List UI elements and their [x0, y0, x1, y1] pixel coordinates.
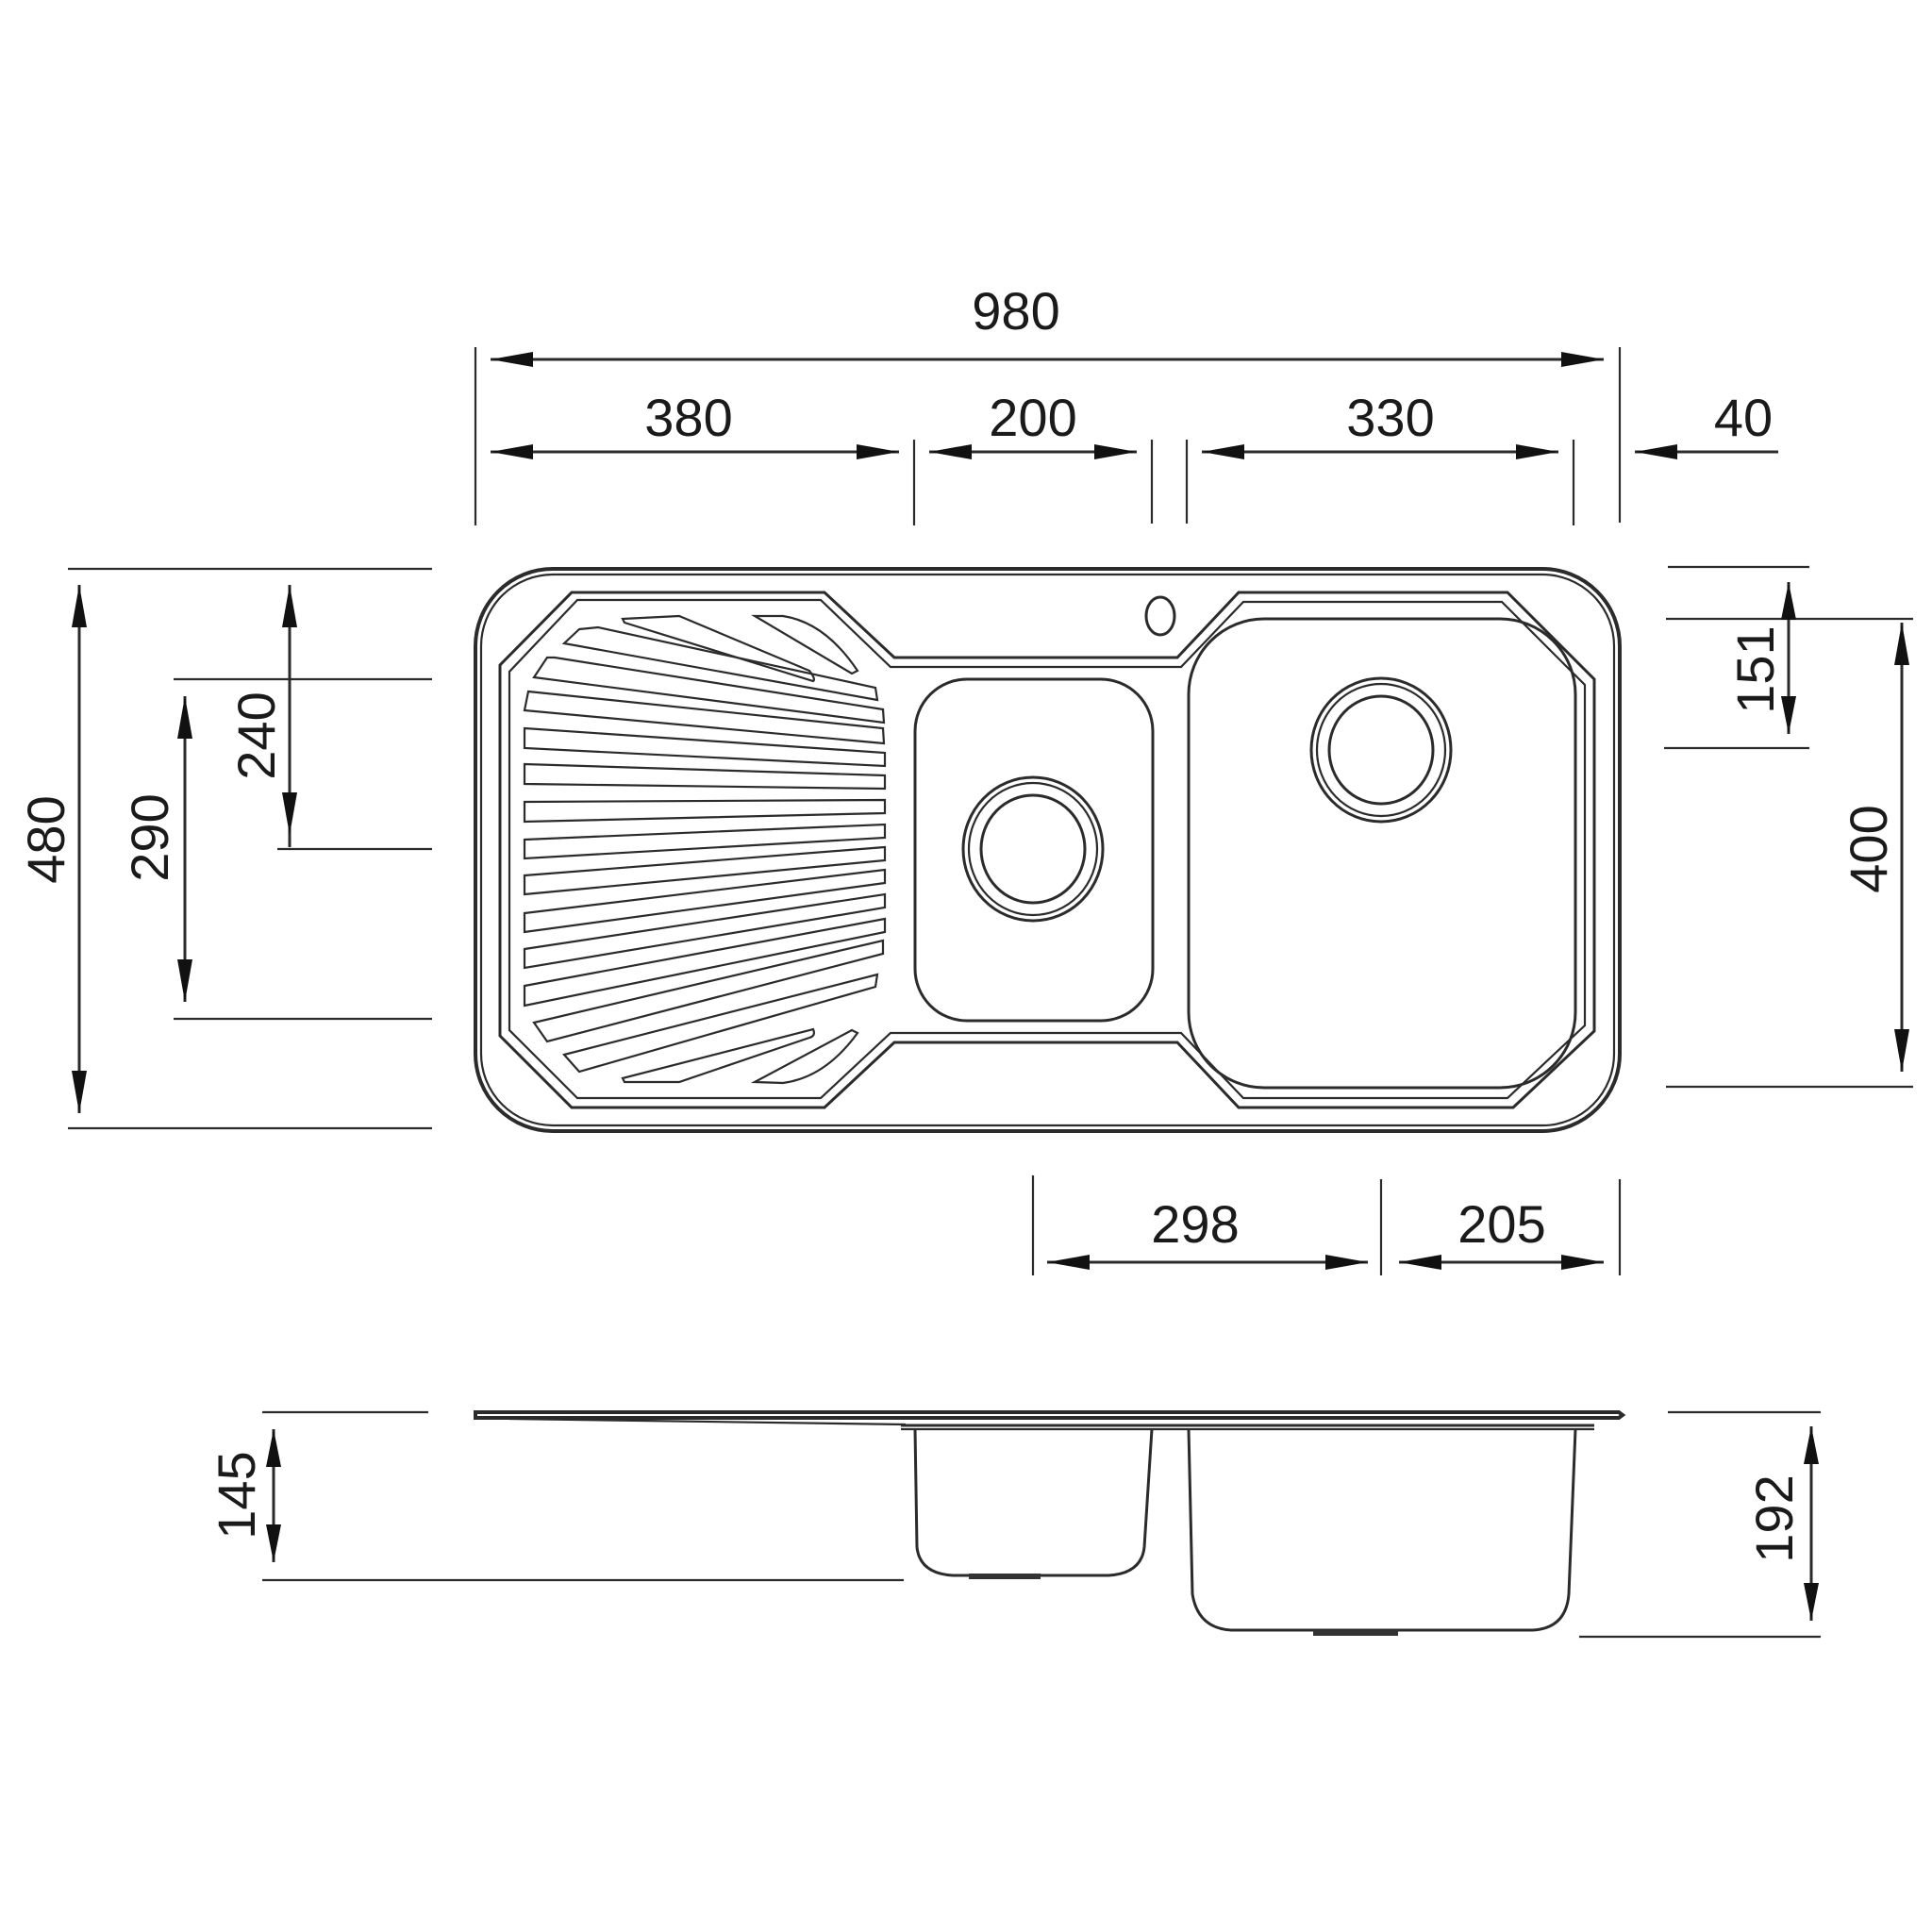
dimension-label: 205 [1457, 1194, 1545, 1254]
dimension-label: 145 [207, 1451, 266, 1539]
dimension-label: 151 [1725, 625, 1785, 713]
dimension-small-waste-offset: 240 [226, 585, 297, 847]
drainer-grooves [523, 614, 887, 1085]
dimension-large-waste-from-edge: 205 [1399, 1194, 1604, 1270]
arrow-down-icon [266, 1524, 281, 1562]
right-dimension-group: 151 400 [1664, 565, 1913, 1089]
deck-top-edge [474, 1410, 1626, 1420]
tap-hole [1144, 595, 1176, 637]
large-bowl-waste-outlet [1313, 1630, 1398, 1636]
arrow-right-icon [857, 444, 899, 459]
bottom-dimension-group: 298 205 [1031, 1175, 1622, 1275]
dimension-label: 400 [1839, 805, 1898, 892]
arrow-left-icon [1399, 1255, 1441, 1270]
small-bowl [913, 677, 1155, 1023]
arrow-down-icon [1894, 1029, 1909, 1072]
arrow-down-icon [1804, 1583, 1819, 1621]
arrow-left-icon [1202, 444, 1244, 459]
arrow-left-icon [929, 444, 972, 459]
arrow-up-icon [266, 1429, 281, 1467]
sink-outer-rim [474, 567, 1622, 1133]
small-bowl-profile [913, 1428, 1154, 1577]
small-bowl-waste-outlet [969, 1574, 1041, 1579]
arrow-up-icon [177, 696, 192, 739]
arrow-right-icon [1516, 444, 1558, 459]
dimension-label: 200 [989, 388, 1076, 447]
arrow-left-icon [491, 444, 533, 459]
large-bowl-profile [1187, 1428, 1577, 1632]
arrow-right-icon [1325, 1255, 1368, 1270]
arrow-left-icon [1047, 1255, 1090, 1270]
arrow-left-icon [1635, 444, 1677, 459]
arrow-right-icon [1561, 1255, 1604, 1270]
arrow-down-icon [1781, 696, 1796, 734]
dimension-small-bowl-depth: 290 [120, 696, 192, 1002]
arrow-down-icon [72, 1071, 87, 1113]
dimension-label: 40 [1714, 388, 1773, 447]
sink-plan-view [474, 567, 1622, 1133]
dimension-waste-centre-spacing: 298 [1047, 1194, 1368, 1270]
drainer-deck-outline [498, 591, 1596, 1109]
left-dimension-group: 480 290 240 [16, 567, 432, 1130]
dimension-label: 980 [972, 281, 1059, 341]
large-bowl [1187, 617, 1577, 1090]
small-bowl-waste [961, 775, 1105, 923]
sink-side-elevation: 145 192 [207, 1410, 1821, 1639]
sink-outer-rim-inner [479, 573, 1616, 1127]
dimension-label: 290 [120, 793, 179, 881]
dimension-label: 480 [16, 795, 75, 883]
dimension-overall-depth: 480 [16, 585, 87, 1113]
large-bowl-waste [1309, 676, 1453, 824]
arrow-up-icon [282, 585, 297, 627]
dimension-label: 192 [1744, 1474, 1804, 1562]
arrow-down-icon [282, 792, 297, 835]
dimension-overall-width: 980 [491, 281, 1604, 367]
dimension-large-bowl-elevation-depth: 192 [1744, 1426, 1819, 1621]
drainer-underside [508, 1417, 907, 1426]
dimension-large-bowl-width: 330 [1202, 388, 1558, 459]
drainer-deck-outline-inner [508, 598, 1587, 1100]
dimension-small-bowl-elevation-depth: 145 [207, 1429, 281, 1562]
dimension-drainer-width: 380 [491, 388, 899, 459]
top-dimension-group: 980 380 200 330 40 [474, 281, 1778, 525]
dimension-large-bowl-depth: 400 [1839, 623, 1909, 1072]
arrow-down-icon [177, 959, 192, 1002]
arrow-up-icon [1781, 582, 1796, 620]
arrow-up-icon [1804, 1426, 1819, 1464]
arrow-right-icon [1094, 444, 1137, 459]
dimension-label: 380 [644, 388, 732, 447]
dimension-large-waste-offset: 151 [1725, 582, 1796, 734]
dimension-small-bowl-width: 200 [929, 388, 1137, 459]
arrow-left-icon [491, 352, 533, 367]
arrow-up-icon [1894, 623, 1909, 665]
arrow-right-icon [1561, 352, 1604, 367]
arrow-up-icon [72, 585, 87, 627]
dimension-label: 298 [1151, 1194, 1239, 1254]
dimension-right-rim: 40 [1635, 388, 1778, 459]
dimension-label: 240 [226, 691, 286, 779]
dimension-label: 330 [1346, 388, 1434, 447]
